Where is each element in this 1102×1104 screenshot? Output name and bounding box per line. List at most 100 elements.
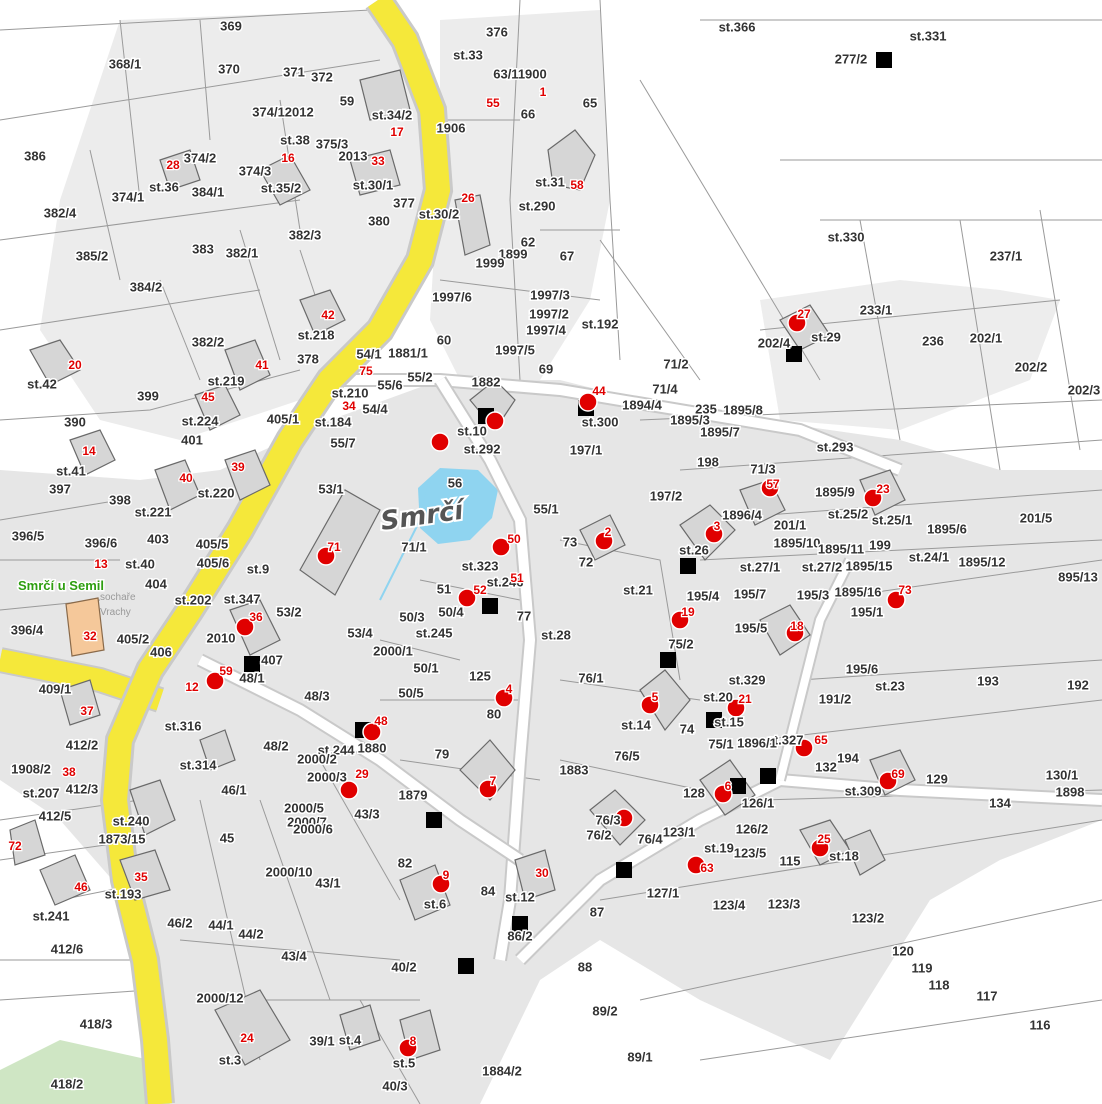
address-marker[interactable] <box>478 779 498 799</box>
parcel-number-label: 1896/4 <box>722 507 763 522</box>
parcel-number-label: 134 <box>989 795 1011 810</box>
parcel-number-label: st.35/2 <box>261 180 301 195</box>
parcel-number-label: 48/3 <box>304 688 329 703</box>
parcel-number-label: st.220 <box>198 485 235 500</box>
parcel-number-label: 65 <box>583 95 597 110</box>
house-number-label: 55 <box>486 96 500 110</box>
parcel-number-label: 77 <box>517 608 531 623</box>
parcel-number-label: st.329 <box>729 672 766 687</box>
address-marker[interactable] <box>494 688 514 708</box>
parcel-number-label: 1894/4 <box>622 397 663 412</box>
parcel-number-label: st.31 <box>535 174 565 189</box>
parcel-number-label: 382/4 <box>44 205 77 220</box>
parcel-number-label: 895/13 <box>1058 569 1098 584</box>
address-marker[interactable] <box>431 874 451 894</box>
survey-point-marker <box>876 52 892 68</box>
house-number-label: 33 <box>371 154 385 168</box>
parcel-number-label: 43/1 <box>315 875 340 890</box>
parcel-number-label: 76/1 <box>578 670 603 685</box>
parcel-number-label: 1895/6 <box>927 521 967 536</box>
parcel-number-label: 128 <box>683 785 705 800</box>
parcel-number-label: 383 <box>192 241 214 256</box>
parcel-number-label: 371 <box>283 64 305 79</box>
parcel-number-label: 117 <box>977 988 998 1003</box>
address-marker[interactable] <box>810 838 830 858</box>
built-area-east <box>760 280 1060 430</box>
address-marker[interactable] <box>726 698 746 718</box>
parcel-number-label: 202/3 <box>1068 382 1101 397</box>
address-marker[interactable] <box>863 488 883 508</box>
parcel-number-label: st.19 <box>704 840 734 855</box>
parcel-number-label: 2000/6 <box>293 821 333 836</box>
parcel-number-label: 2000/3 <box>307 769 347 784</box>
parcel-number-label: 201/5 <box>1020 510 1053 525</box>
parcel-number-label: 2000/1 <box>373 643 413 658</box>
parcel-number-label: 202/1 <box>970 330 1003 345</box>
parcel-number-label: 277/2 <box>835 51 868 66</box>
parcel-number-label: st.21 <box>623 582 653 597</box>
address-marker[interactable] <box>785 623 805 643</box>
address-marker[interactable] <box>316 546 336 566</box>
parcel-number-label: st.27/1 <box>740 559 780 574</box>
parcel-number-label: 123/4 <box>713 897 746 912</box>
address-marker[interactable] <box>878 771 898 791</box>
parcel-number-label: 384/2 <box>130 279 163 294</box>
address-marker[interactable] <box>205 671 225 691</box>
parcel-number-label: st.20 <box>703 689 733 704</box>
address-marker[interactable] <box>794 738 814 758</box>
parcel-number-label: 197/1 <box>570 442 603 457</box>
parcel-number-label: 2000/2 <box>297 751 337 766</box>
parcel-number-label: 380 <box>368 213 390 228</box>
parcel-number-label: st.5 <box>393 1055 415 1070</box>
parcel-number-label: st.290 <box>519 198 556 213</box>
address-marker[interactable] <box>430 432 450 452</box>
parcel-number-label: st.12 <box>505 889 535 904</box>
parcel-number-label: 1908/2 <box>11 761 51 776</box>
parcel-number-label: st.9 <box>247 561 269 576</box>
address-marker[interactable] <box>578 392 598 412</box>
parcel-number-label: 123/1 <box>663 824 696 839</box>
parcel-number-label: 130/1 <box>1046 767 1079 782</box>
address-marker[interactable] <box>670 610 690 630</box>
parcel-number-label: st.300 <box>582 414 619 429</box>
survey-point-marker <box>680 558 696 574</box>
address-marker[interactable] <box>713 784 733 804</box>
building <box>259 154 311 206</box>
parcel-number-label: 127/1 <box>647 885 680 900</box>
address-marker[interactable] <box>594 531 614 551</box>
address-marker[interactable] <box>704 524 724 544</box>
address-marker[interactable] <box>760 478 780 498</box>
address-marker[interactable] <box>640 695 660 715</box>
address-marker[interactable] <box>339 780 359 800</box>
parcel-number-label: 2010 <box>207 630 236 645</box>
parcel-number-label: 46/2 <box>167 915 192 930</box>
building <box>224 449 271 501</box>
address-marker[interactable] <box>398 1038 418 1058</box>
house-number-label: 72 <box>8 839 22 853</box>
parcel-number-label: 2013 <box>339 148 368 163</box>
address-marker[interactable] <box>886 590 906 610</box>
building <box>229 599 281 656</box>
parcel-number-label: 118 <box>929 977 950 992</box>
parcel-number-label: st.40 <box>125 556 155 571</box>
parcel-number-label: 53/4 <box>347 625 373 640</box>
house-number-label: 58 <box>570 178 584 192</box>
address-marker[interactable] <box>787 313 807 333</box>
address-marker[interactable] <box>491 537 511 557</box>
address-marker[interactable] <box>686 855 706 875</box>
house-number-label: 44 <box>592 384 606 398</box>
address-marker[interactable] <box>235 617 255 637</box>
parcel-number-label: 87 <box>590 904 604 919</box>
parcel-number-label: st.30/2 <box>419 206 459 221</box>
parcel-number-label: st.241 <box>33 908 70 923</box>
house-number-label: 45 <box>201 390 215 404</box>
address-marker[interactable] <box>457 588 477 608</box>
survey-point-marker <box>458 958 474 974</box>
survey-point-marker <box>730 778 746 794</box>
address-marker[interactable] <box>614 808 634 828</box>
address-marker[interactable] <box>485 411 505 431</box>
address-marker[interactable] <box>362 722 382 742</box>
parcel-number-label: 50/5 <box>398 685 423 700</box>
parcel-number-label: 48/1 <box>239 670 264 685</box>
